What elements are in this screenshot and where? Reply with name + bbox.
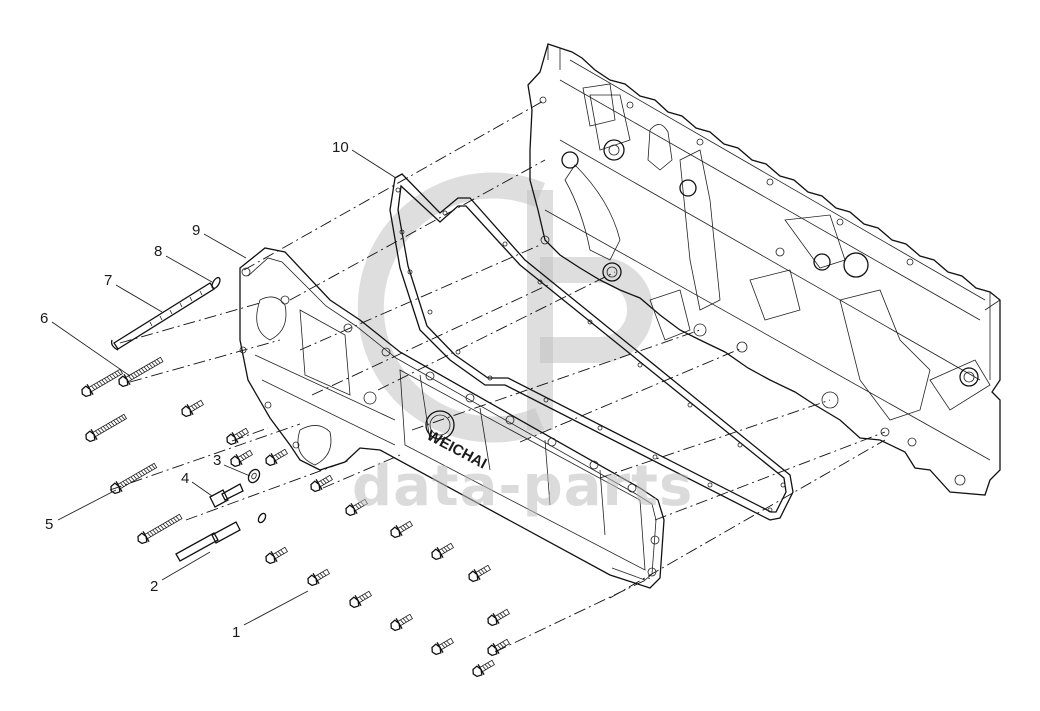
callout-2: 2 [150, 578, 158, 595]
flange-bolt [85, 413, 128, 443]
flange-bolt [431, 637, 454, 656]
watermark-logo [357, 172, 653, 443]
callout-8: 8 [154, 243, 162, 260]
flange-bolt [472, 659, 495, 678]
callout-6: 6 [40, 310, 48, 327]
flange-bolt [310, 474, 333, 493]
flange-bolt [137, 513, 183, 545]
plug [209, 483, 244, 508]
watermark-text: data-parts [352, 454, 694, 519]
cover-logo-badge [425, 410, 455, 440]
flange-bolt [226, 427, 249, 446]
gasket [389, 173, 794, 521]
callout-3: 3 [213, 452, 221, 469]
flange-bolt [81, 368, 124, 398]
callout-1: 1 [232, 624, 240, 641]
flange-bolt [265, 546, 288, 565]
callout-5: 5 [45, 516, 53, 533]
callout-10: 10 [332, 139, 349, 156]
flange-bolt [230, 449, 253, 468]
flange-bolt [118, 356, 164, 388]
o-ring [211, 276, 221, 290]
flange-bolt [110, 462, 158, 495]
sealing-washer [247, 468, 261, 484]
flange-bolt [487, 638, 510, 657]
flange-bolt [349, 590, 372, 609]
flange-bolt [265, 448, 288, 467]
small-o-ring [257, 512, 267, 524]
leader-lines [51, 149, 397, 626]
flange-bolt [307, 568, 330, 587]
flange-bolt [390, 613, 413, 632]
stud-bolt [110, 282, 215, 351]
side-cover: WEICHAI [239, 247, 665, 589]
engine-block [527, 43, 1001, 496]
sleeve-bolt [175, 521, 241, 562]
callout-9: 9 [192, 222, 200, 239]
flange-bolt [390, 520, 413, 539]
flange-bolt [468, 564, 491, 583]
callout-4: 4 [181, 470, 189, 487]
callout-7: 7 [104, 272, 112, 289]
fastener-bolts [81, 356, 510, 678]
flange-bolt [431, 542, 454, 561]
flange-bolt [487, 608, 510, 627]
callout-labels: 1 2 3 4 5 6 7 8 9 10 [40, 139, 349, 641]
flange-bolt [345, 498, 368, 517]
flange-bolt [181, 399, 204, 418]
